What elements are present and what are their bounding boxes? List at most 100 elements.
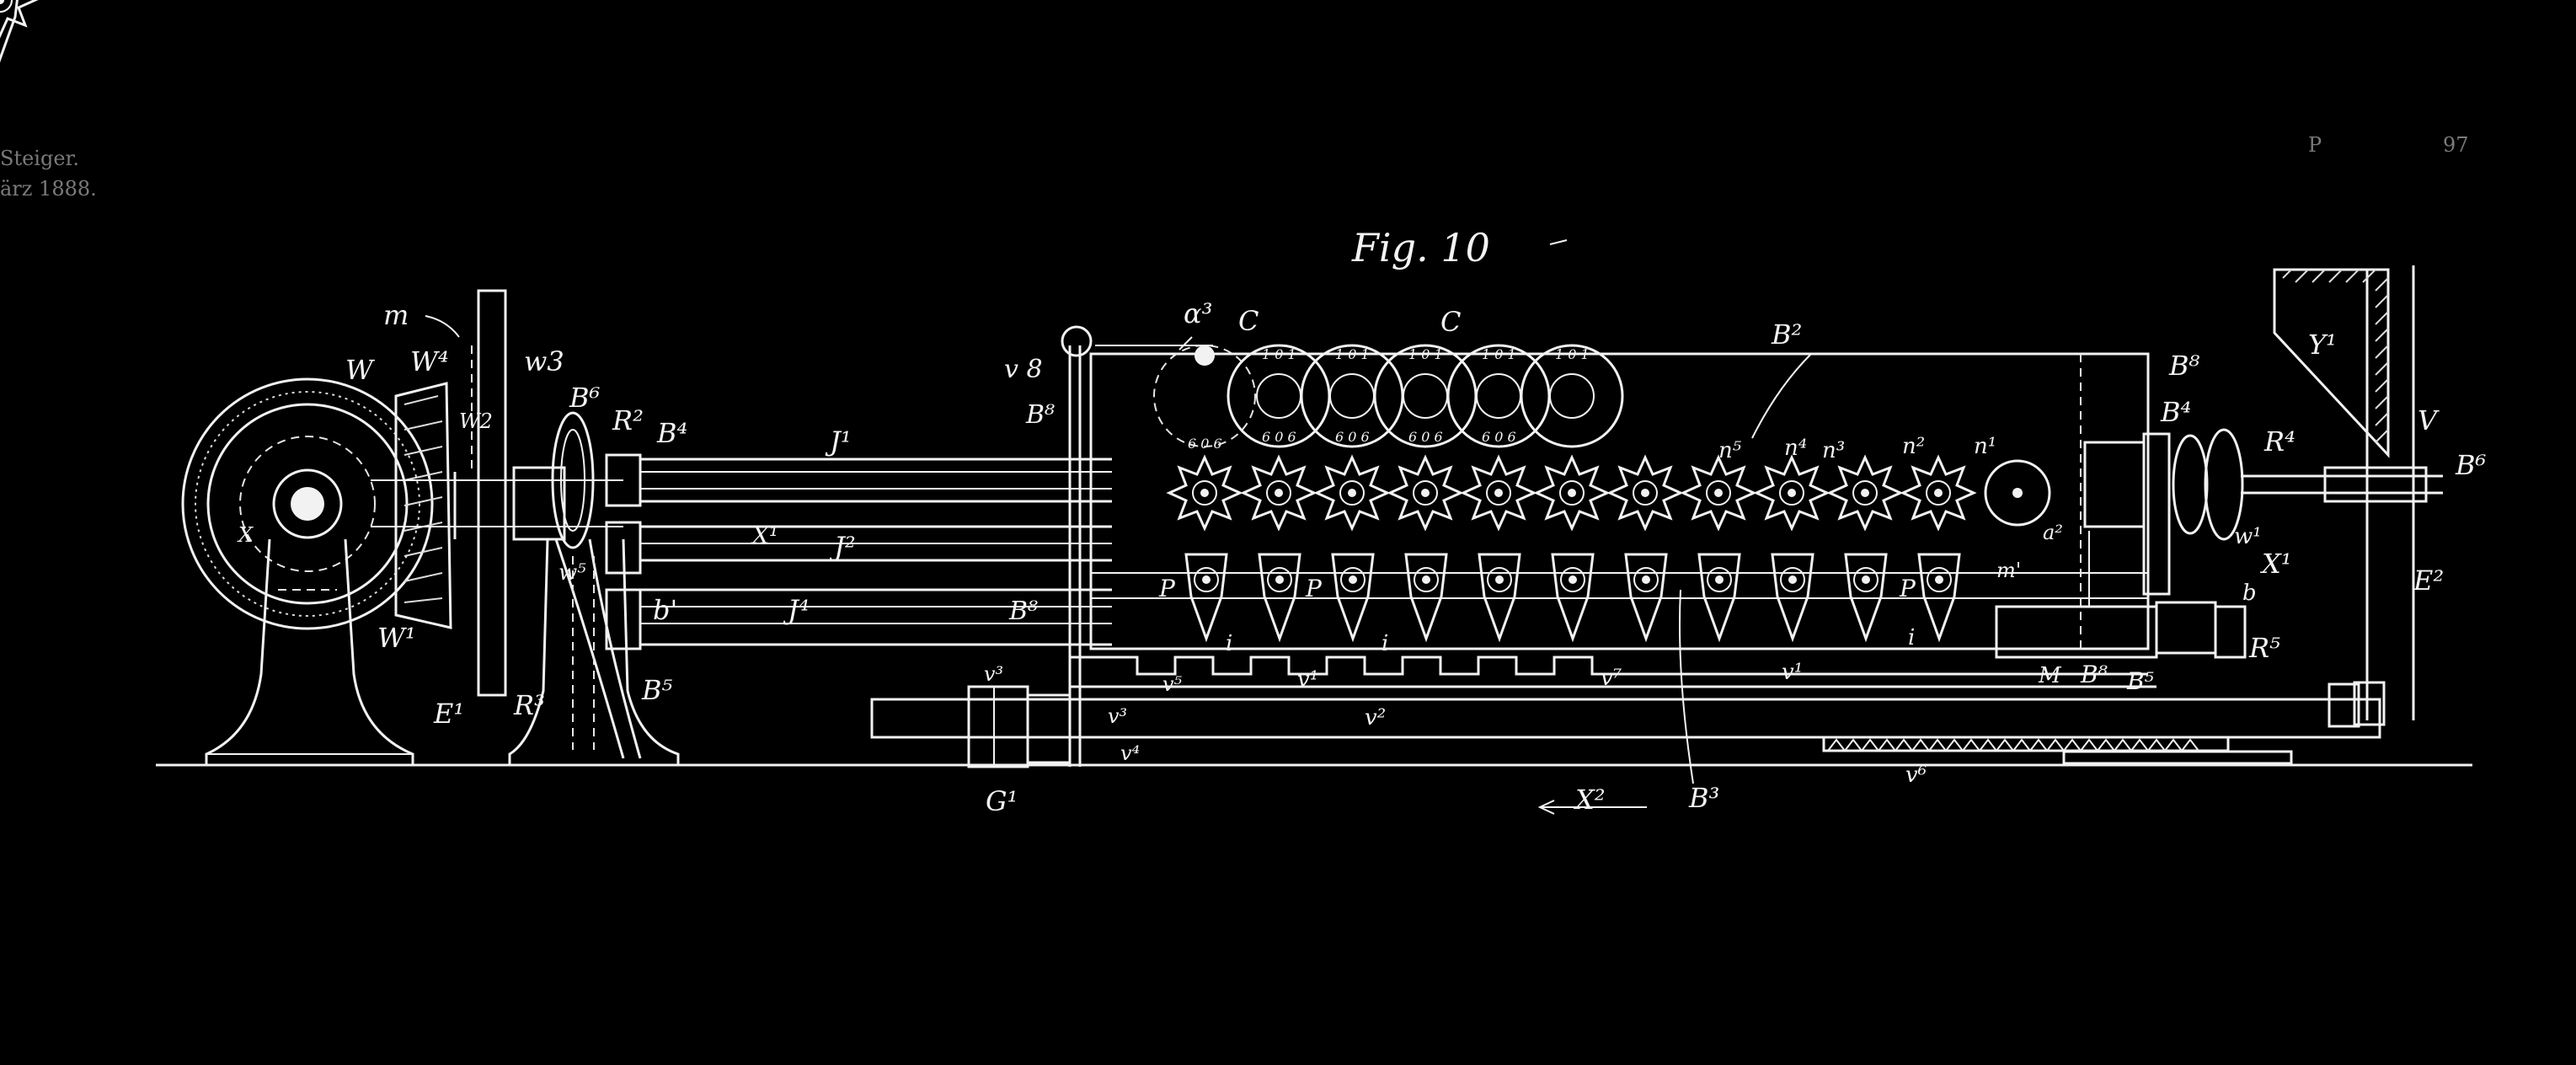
label-B6-right: B⁶ — [2455, 449, 2487, 481]
label-E2: E² — [2413, 565, 2444, 597]
label-v8: v 8 — [1004, 355, 1043, 384]
direction-arrow — [1537, 800, 1647, 815]
label-E1: E¹ — [433, 698, 464, 730]
frame-plate-left — [371, 289, 623, 697]
label-v4: v⁴ — [1120, 741, 1140, 765]
frame-plate-right — [2273, 265, 2415, 726]
label-v2: v² — [1365, 705, 1386, 731]
label-B8-mid: B⁸ — [1008, 597, 1038, 626]
pawls — [0, 0, 1961, 640]
label-i1: i — [1226, 631, 1232, 656]
label-n5: n⁵ — [1718, 438, 1742, 463]
label-M: M — [2038, 663, 2062, 688]
wheel-digits: 1 0 1 — [1482, 346, 1516, 362]
label-v7: v⁷ — [1601, 666, 1622, 691]
wheel-digits: 6 0 6 — [1482, 429, 1516, 445]
label-C2: C — [1440, 306, 1461, 338]
label-Y1: Y¹ — [2308, 329, 2337, 361]
label-W4: W⁴ — [410, 345, 449, 377]
label-X: X — [237, 523, 254, 547]
figure-title: Fig. 10 — [1351, 225, 1490, 270]
label-m: m — [383, 299, 409, 331]
label-J2: J² — [829, 531, 856, 563]
label-B2: B² — [1771, 318, 1802, 351]
label-a2: a² — [2043, 521, 2063, 544]
label-n2: n² — [1902, 434, 1925, 459]
leader-lines — [425, 239, 1812, 784]
wheel-digits: 1 0 1 — [1408, 346, 1443, 362]
label-R3: R³ — [513, 689, 545, 721]
label-i2: i — [1382, 631, 1388, 656]
label-w1-right: w¹ — [2234, 524, 2262, 549]
margin-text: P — [2308, 133, 2322, 157]
label-n4: n⁴ — [1784, 436, 1807, 461]
reference-labels: m W W⁴ W2 w3 X W¹ E¹ R³ B⁶ R² B⁴ w⁵ b' B… — [237, 297, 2487, 817]
wheel-digits: 6 0 6 — [1262, 429, 1296, 445]
label-P3: P — [1899, 575, 1916, 602]
label-i3: i — [1908, 625, 1915, 650]
wheel-digits: 1 0 1 — [1335, 346, 1370, 362]
wheel-digits: 6 0 6 — [1188, 436, 1222, 452]
label-B8-top: B⁸ — [1025, 400, 1055, 430]
pulley-left — [551, 411, 642, 759]
label-W2: W2 — [459, 409, 493, 433]
wheel-digits: 6 0 6 — [1408, 429, 1443, 445]
label-G1: G¹ — [986, 785, 1018, 817]
label-m1: m' — [1996, 559, 2021, 582]
label-b-right: b — [2242, 581, 2257, 606]
label-v3b: v³ — [1108, 704, 1127, 728]
label-X2: X² — [1573, 784, 1606, 816]
label-X1-right: X¹ — [2259, 548, 2292, 580]
label-J1: J¹ — [825, 425, 852, 458]
crank-wheel — [181, 377, 434, 630]
label-B4-left: B⁴ — [656, 417, 687, 449]
label-B3: B³ — [1688, 782, 1719, 814]
label-v1: v¹ — [1297, 667, 1318, 693]
label-w5: w⁵ — [558, 560, 586, 586]
label-w3: w3 — [524, 345, 564, 377]
wheel-digits: 1 0 1 — [1555, 346, 1590, 362]
label-n1: n¹ — [1974, 434, 1996, 459]
label-B8-bot: B⁸ — [2080, 661, 2108, 688]
spring-rack — [1822, 736, 2293, 765]
label-B6-left: B⁶ — [569, 382, 601, 414]
bevel-gear — [394, 382, 452, 629]
label-R4: R⁴ — [2263, 425, 2295, 458]
label-J4: J⁴ — [783, 594, 810, 626]
margin-text: Steiger. — [0, 147, 79, 170]
wheel-digits: 6 0 6 — [1335, 429, 1370, 445]
label-R5: R⁵ — [2248, 632, 2280, 664]
margin-text: ärz 1888. — [0, 177, 97, 201]
wheel-digits: 1 0 1 — [1262, 346, 1296, 362]
label-W: W — [345, 354, 376, 386]
pedestal-left — [205, 538, 414, 767]
rack-bar — [870, 656, 2381, 768]
label-b1: b' — [653, 594, 677, 626]
label-B4-right: B⁴ — [2160, 396, 2191, 428]
label-C1: C — [1238, 305, 1259, 337]
label-B5: B⁵ — [641, 674, 673, 706]
main-frame — [1061, 325, 2150, 767]
label-W1: W¹ — [377, 622, 416, 654]
label-X1-left: X¹ — [751, 522, 778, 549]
label-R2: R² — [612, 404, 644, 436]
label-a3: α³ — [1184, 297, 1212, 329]
shafts — [605, 453, 1112, 650]
label-n3: n³ — [1822, 438, 1845, 463]
label-B8-right: B⁸ — [2168, 350, 2200, 382]
label-B5-right: B⁵ — [2126, 667, 2154, 695]
label-v6: v⁶ — [1905, 763, 1927, 788]
label-v1b: v¹ — [1782, 660, 1803, 685]
label-v3: v³ — [984, 662, 1003, 686]
label-P1: P — [1158, 575, 1176, 602]
margin-text: 97 — [2443, 133, 2469, 157]
counter-wheels: 1 0 1 1 0 1 1 0 1 1 0 1 1 0 1 6 0 6 6 0 … — [1153, 344, 1624, 452]
pedestal-middle — [508, 538, 680, 767]
star-wheels — [0, 0, 2051, 530]
label-V: V — [2418, 404, 2440, 436]
label-v5: v⁵ — [1162, 672, 1183, 696]
right-end-assembly — [1995, 428, 2443, 659]
label-P2: P — [1305, 575, 1323, 602]
